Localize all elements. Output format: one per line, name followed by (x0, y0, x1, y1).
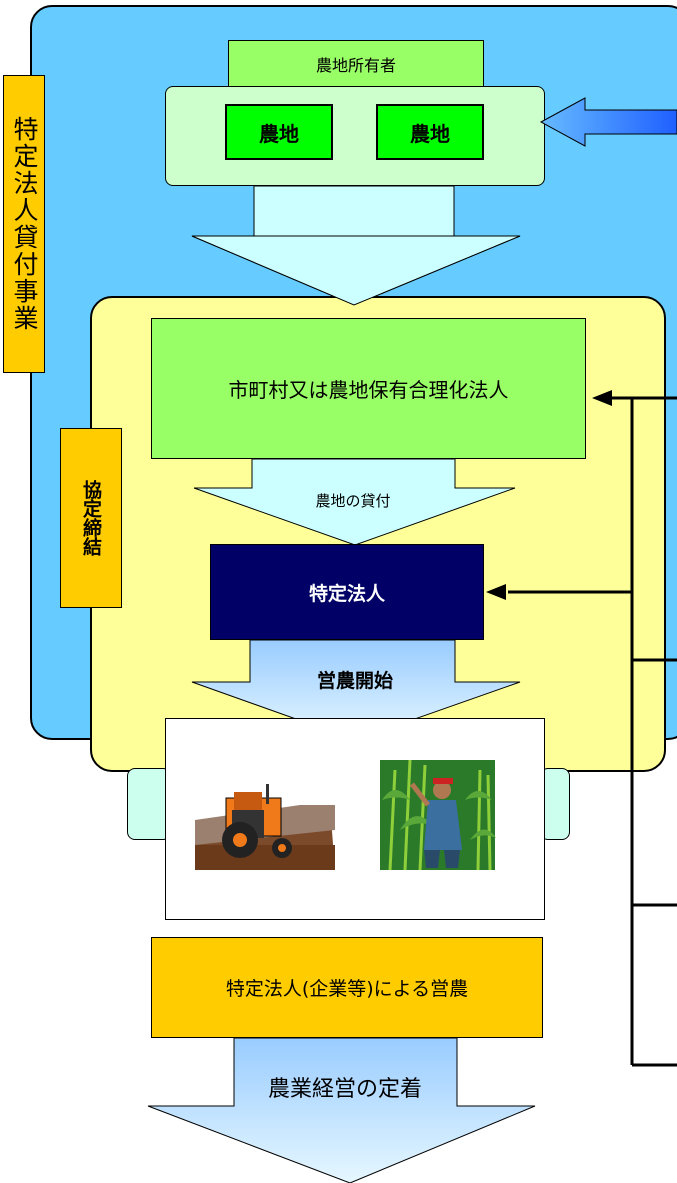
owner-label: 農地所有者 (228, 40, 484, 88)
picture-frame-left-tab (127, 768, 171, 840)
lend-arrow-label: 農地の貸付 (315, 491, 391, 510)
borrow-arrow-label: 農地の借入 (312, 236, 388, 255)
final-arrow-label: 農業経営の定着 (240, 1050, 450, 1130)
farmland-box (165, 86, 545, 186)
municipality-box: 市町村又は農地保有合理化法人 (151, 318, 586, 459)
final-arrow-text: 農業経営の定着 (267, 1077, 422, 1102)
program-label: 特定法人貸付事業 (3, 75, 45, 373)
specified-corp-box: 特定法人 (210, 544, 484, 640)
picture-frame-right-tab (540, 768, 570, 840)
farming-by-corp-box: 特定法人(企業等)による営農 (151, 937, 543, 1038)
farming-picture (165, 718, 545, 920)
agreement-label: 協定締結 (60, 428, 122, 608)
farmland-left: 農地 (225, 104, 333, 160)
farmland-right: 農地 (376, 104, 484, 160)
start-arrow-label: 営農開始 (316, 669, 393, 692)
